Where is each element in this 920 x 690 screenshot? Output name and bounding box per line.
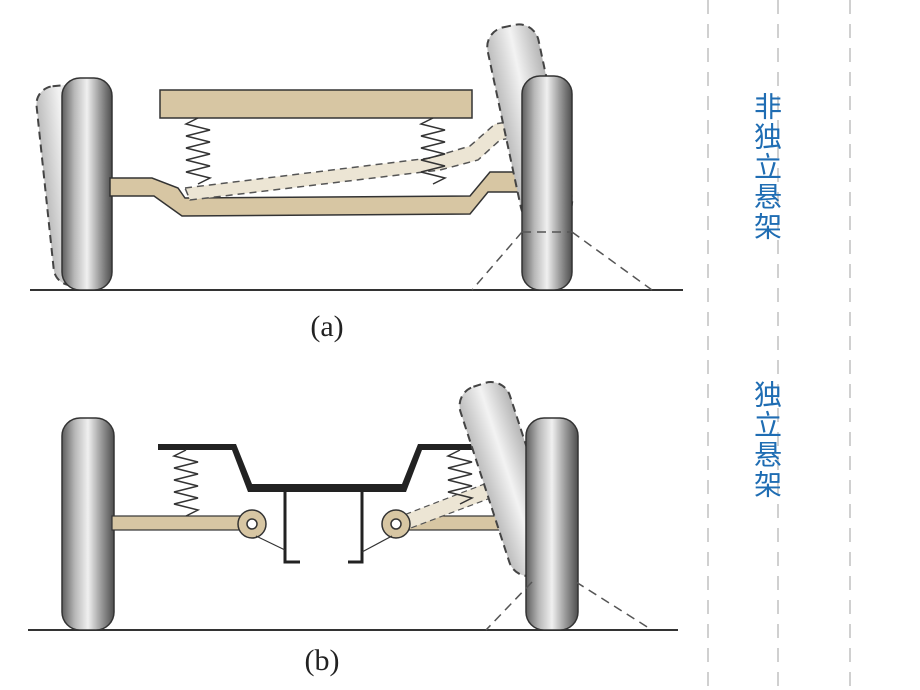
tilt-lines-b — [485, 581, 653, 631]
caption-b: (b) — [305, 644, 340, 677]
pivot-right-b — [381, 509, 411, 539]
vehicle-body-b — [158, 444, 490, 492]
figure-b: (b) — [28, 381, 678, 677]
spring-right-a — [418, 117, 448, 185]
left-wheel-a — [61, 77, 113, 291]
left-control-arm-b — [111, 515, 251, 531]
spring-left-a — [183, 117, 213, 185]
label-non-independent-suspension: 非独立悬架 — [750, 92, 783, 242]
link-lines-b — [255, 535, 393, 553]
figure-a: (a) — [30, 23, 683, 343]
mount-right-b — [346, 484, 364, 492]
spring-left-b — [171, 449, 201, 517]
caption-a: (a) — [310, 310, 343, 343]
label-independent-suspension: 独立悬架 — [750, 380, 783, 500]
differential-housing-b — [283, 486, 364, 564]
right-wheel-b — [525, 417, 579, 631]
mount-left-b — [284, 484, 302, 492]
divider-lines — [707, 0, 851, 690]
tilt-lines-a — [471, 231, 653, 291]
right-wheel-a — [521, 75, 573, 291]
spring-right-b — [445, 449, 475, 505]
pivot-left-b — [237, 509, 267, 539]
left-wheel-b — [61, 417, 115, 631]
vehicle-body-a — [159, 89, 473, 119]
